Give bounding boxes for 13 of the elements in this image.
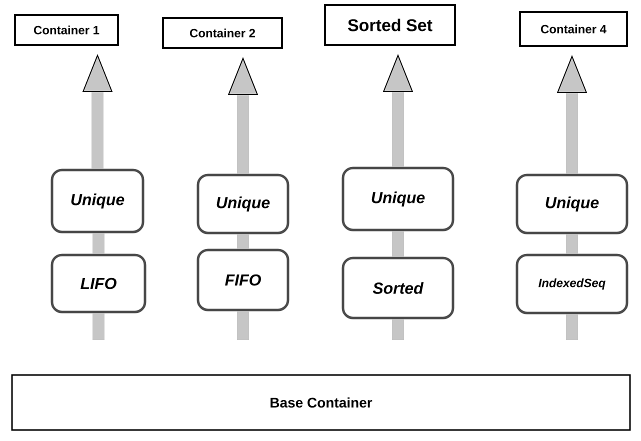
container-box: Container 2 <box>162 17 283 49</box>
base-box: Base Container <box>11 374 631 431</box>
trait-box: Unique <box>516 174 628 234</box>
trait-box: LIFO <box>50 254 146 314</box>
trait-box: FIFO <box>196 248 290 312</box>
trait-box: Unique <box>342 166 454 232</box>
container-box: Container 1 <box>14 14 119 46</box>
trait-box: IndexedSeq <box>516 254 628 314</box>
container-box: Sorted Set <box>324 4 456 46</box>
container-box: Container 4 <box>519 11 628 47</box>
trait-box: Unique <box>50 168 144 234</box>
trait-box: Sorted <box>342 256 454 320</box>
trait-box: Unique <box>196 174 290 234</box>
